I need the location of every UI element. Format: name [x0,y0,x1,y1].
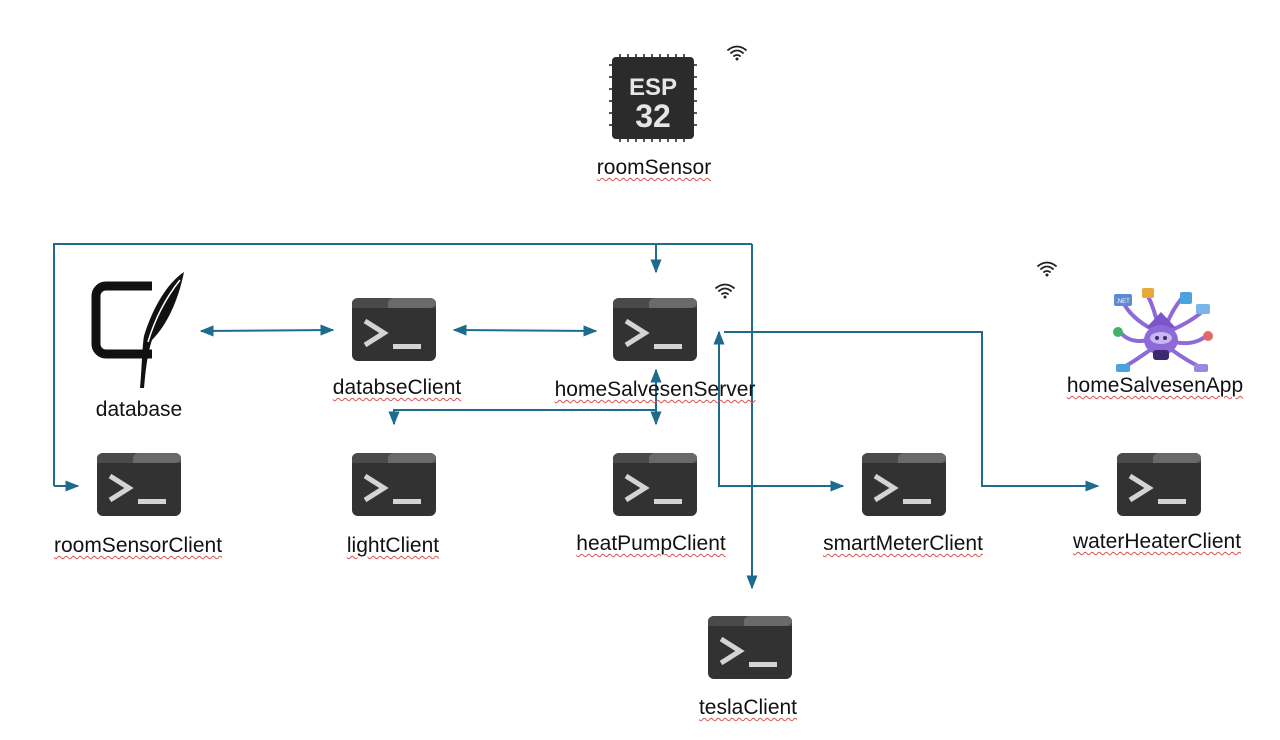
terminal-icon [97,453,181,516]
label-homesalvesenapp: homeSalvesenApp [1066,374,1244,397]
esp32-chip-text-bottom: 32 [635,98,671,134]
connector-database-databseclient [199,324,335,337]
connector-server-to-waterheater [724,331,1100,492]
sqlite-feather-icon [91,272,184,388]
label-roomsensorclient: roomSensorClient [53,534,223,557]
terminal-icon [708,616,792,679]
connectors [53,243,1100,590]
terminal-icon [1117,453,1201,516]
label-roomsensor: roomSensor [596,156,712,179]
wifi-icon [727,45,747,61]
label-heatpumpclient: heatPumpClient [576,532,726,555]
dotnet-badge-text: .NET [1116,299,1130,305]
terminal-icon [352,453,436,516]
esp32-chip-text-top: ESP [629,74,677,101]
wifi-icon [715,283,735,299]
dotnet-maui-bot-icon: .NET [1113,288,1213,372]
label-homesalvesenserver: homeSalvesenServer [554,378,756,401]
label-smartmeterclient: smartMeterClient [823,532,983,555]
label-waterheaterclient: waterHeaterClient [1072,530,1242,553]
terminal-icon [862,453,946,516]
label-databseclient: databseClient [332,376,462,399]
terminal-icon [352,298,436,361]
connector-databseclient-server [452,324,598,337]
terminal-icon [613,298,697,361]
wifi-icon [1037,261,1057,277]
connector-server-to-lightclient [388,409,656,426]
terminal-icon [613,453,697,516]
esp32-chip-icon: ESP 32 [609,54,697,142]
label-database: database [95,398,183,421]
label-teslaclient: teslaClient [698,696,798,719]
label-lightclient: lightClient [346,534,440,557]
connector-top-loop-to-server [53,243,662,486]
connector-server-to-smartmeter [713,330,845,492]
